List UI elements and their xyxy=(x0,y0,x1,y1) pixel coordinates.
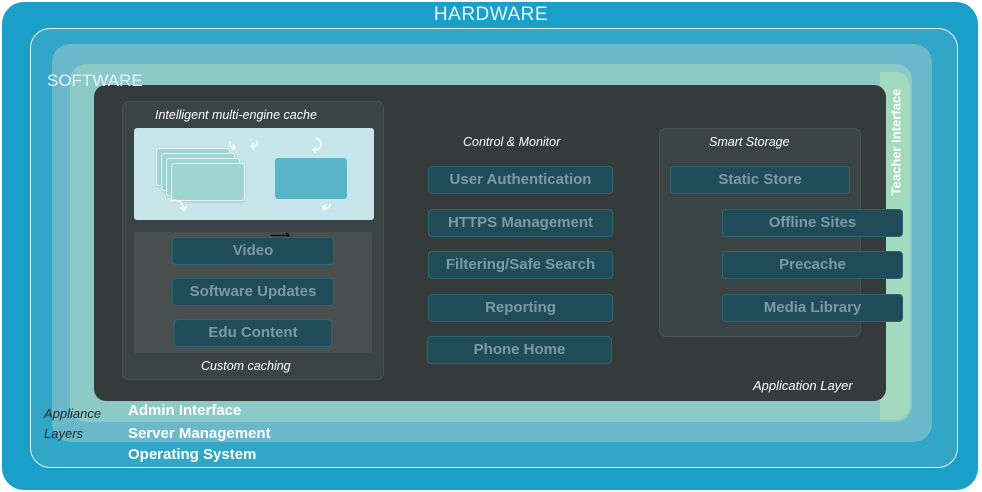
server-management-label: Server Management xyxy=(128,425,271,442)
admin-interface-label: Admin Interface xyxy=(128,402,242,419)
application-layer-label: Application Layer xyxy=(753,378,853,393)
storage-item-static-store: Static Store xyxy=(670,166,850,194)
cache-card xyxy=(171,163,245,201)
teacher-interface-label: Teacher Interface xyxy=(888,88,904,196)
cache-item-video: Video xyxy=(172,237,334,265)
control-item-reporting: Reporting xyxy=(428,294,613,322)
software-label: SOFTWARE xyxy=(47,71,143,90)
custom-caching-label: Custom caching xyxy=(201,359,291,373)
control-item-user-authentication: User Authentication xyxy=(428,166,613,194)
control-item-phone-home: Phone Home xyxy=(427,336,612,364)
storage-item-media-library: Media Library xyxy=(722,294,903,322)
cache-target-card xyxy=(275,158,347,199)
storage-item-precache: Precache xyxy=(722,251,903,279)
cache-item-edu-content: Edu Content xyxy=(174,319,332,347)
control-item-filtering: Filtering/Safe Search xyxy=(428,251,613,279)
storage-item-offline-sites: Offline Sites xyxy=(722,209,903,237)
control-item-https-management: HTTPS Management xyxy=(428,209,613,237)
control-monitor-title: Control & Monitor xyxy=(463,135,561,149)
appliance-layers-label: Appliance Layers xyxy=(44,406,102,441)
smart-storage-title: Smart Storage xyxy=(709,135,790,149)
cache-panel-title: Intelligent multi-engine cache xyxy=(155,108,317,122)
operating-system-label: Operating System xyxy=(128,446,257,463)
hardware-label: HARDWARE xyxy=(433,4,549,25)
cache-item-software-updates: Software Updates xyxy=(172,278,334,306)
